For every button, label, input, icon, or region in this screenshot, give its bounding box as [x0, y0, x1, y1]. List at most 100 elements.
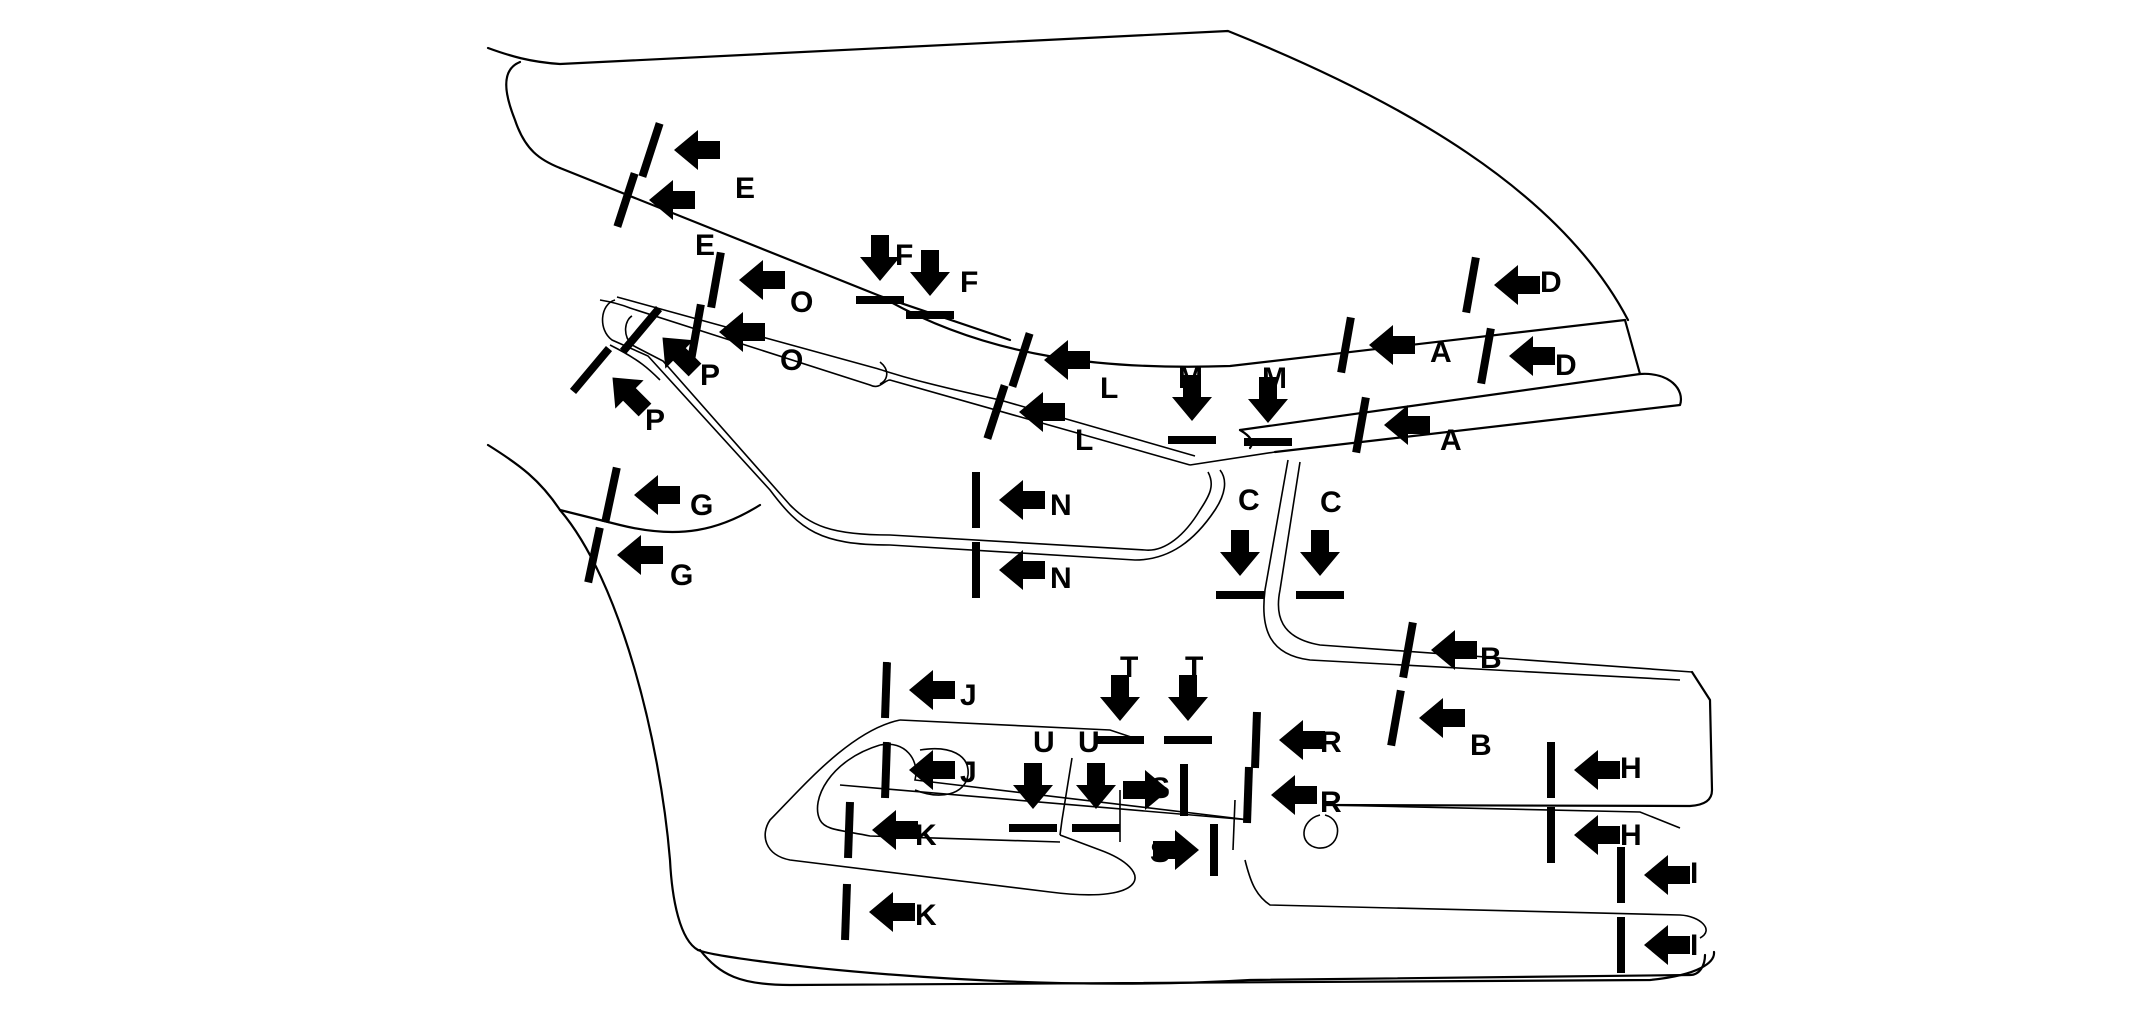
arrow-icon — [872, 810, 918, 850]
callout-r-2: R — [1243, 766, 1342, 824]
arrow-icon — [999, 550, 1045, 590]
callout-label: B — [1470, 729, 1492, 762]
callout-label: F — [960, 266, 978, 299]
arrow-icon — [617, 535, 663, 575]
clip-marker — [1008, 332, 1034, 388]
arrow-icon — [612, 377, 652, 417]
clip-marker — [1617, 847, 1625, 903]
callout-label: N — [1050, 489, 1072, 522]
callout-f-1: F — [856, 235, 913, 304]
arrow-icon — [1019, 392, 1065, 432]
clip-marker — [1477, 327, 1495, 385]
clip-marker — [1243, 766, 1253, 824]
clip-marker — [1164, 736, 1212, 744]
callout-label: G — [670, 559, 693, 592]
callout-label: C — [1238, 484, 1260, 517]
clip-marker — [856, 296, 904, 304]
callout-label: L — [1075, 424, 1093, 457]
callout-a-1: A — [1337, 316, 1452, 374]
arrow-icon — [1509, 336, 1555, 376]
callout-d-1: D — [1462, 256, 1562, 314]
clip-marker — [1072, 824, 1120, 832]
arrow-icon — [1168, 675, 1208, 721]
clip-marker — [1180, 764, 1188, 816]
callout-label: O — [780, 344, 803, 377]
arrow-icon — [1644, 925, 1690, 965]
arrow-icon — [1153, 830, 1199, 870]
arrow-icon — [1574, 750, 1620, 790]
clip-marker — [1251, 711, 1261, 769]
clip-marker — [906, 311, 954, 319]
arrow-icon — [634, 475, 680, 515]
callout-label: L — [1100, 372, 1118, 405]
callout-label: E — [735, 172, 755, 205]
callout-m-2: M — [1244, 362, 1292, 446]
arrow-icon — [1172, 375, 1212, 421]
callout-s-1: S — [1123, 764, 1188, 816]
callout-c-2: C — [1296, 486, 1344, 599]
callout-e-2: E — [613, 172, 715, 262]
callout-label: R — [1320, 726, 1342, 759]
callout-l-2: L — [983, 384, 1093, 457]
callout-label: D — [1540, 266, 1562, 299]
clip-marker — [1617, 917, 1625, 973]
callout-label: S — [1150, 836, 1170, 869]
clip-marker — [638, 122, 664, 178]
callout-label: A — [1430, 336, 1452, 369]
callout-l-1: L — [1008, 332, 1118, 405]
callout-c-1: C — [1216, 484, 1264, 599]
callout-label: S — [1150, 772, 1170, 805]
callout-label: M — [1262, 362, 1287, 395]
callout-n-1: N — [972, 472, 1072, 528]
callout-label: U — [1078, 726, 1100, 759]
arrow-icon — [1384, 405, 1430, 445]
callout-p-1: P — [619, 305, 720, 392]
clip-marker — [1547, 807, 1555, 863]
callout-label: D — [1555, 349, 1577, 382]
clip-marker — [601, 466, 621, 524]
arrow-icon — [1100, 675, 1140, 721]
callout-i-1: I — [1617, 847, 1698, 903]
callout-label: K — [915, 819, 937, 852]
callout-label: R — [1320, 786, 1342, 819]
clip-marker — [972, 542, 980, 598]
clip-marker — [1210, 824, 1218, 876]
clip-marker — [1244, 438, 1292, 446]
clip-marker — [841, 883, 851, 941]
callout-k-1: K — [844, 801, 937, 859]
callout-label: N — [1050, 562, 1072, 595]
body-outline — [486, 29, 1716, 987]
arrow-icon — [1044, 340, 1090, 380]
callout-label: J — [960, 679, 977, 712]
callout-label: M — [1178, 362, 1203, 395]
clip-marker — [881, 661, 891, 719]
callout-label: T — [1185, 651, 1203, 684]
callout-h-1: H — [1547, 742, 1642, 798]
callout-j-1: J — [881, 661, 977, 719]
callout-e-1: E — [638, 122, 755, 205]
clip-marker — [1462, 256, 1480, 314]
callout-label: A — [1440, 424, 1462, 457]
arrow-icon — [1644, 855, 1690, 895]
callout-u-2: U — [1072, 726, 1120, 832]
arrow-icon — [1271, 775, 1317, 815]
arrow-icon — [739, 260, 785, 300]
callout-label: P — [700, 359, 720, 392]
clip-marker — [584, 526, 604, 584]
clip-marker — [1168, 436, 1216, 444]
callout-label: I — [1690, 929, 1698, 962]
callout-g-2: G — [584, 526, 693, 592]
clip-marker — [1547, 742, 1555, 798]
callout-m-1: M — [1168, 362, 1216, 444]
clip-marker — [1399, 621, 1417, 679]
clip-marker — [1009, 824, 1057, 832]
callout-d-2: D — [1477, 327, 1577, 385]
callout-s-2: S — [1150, 824, 1218, 876]
clip-marker — [569, 345, 613, 395]
callout-o-2: O — [687, 303, 803, 377]
clip-marker — [707, 251, 725, 309]
arrow-icon — [1369, 325, 1415, 365]
arrow-icon — [719, 312, 765, 352]
